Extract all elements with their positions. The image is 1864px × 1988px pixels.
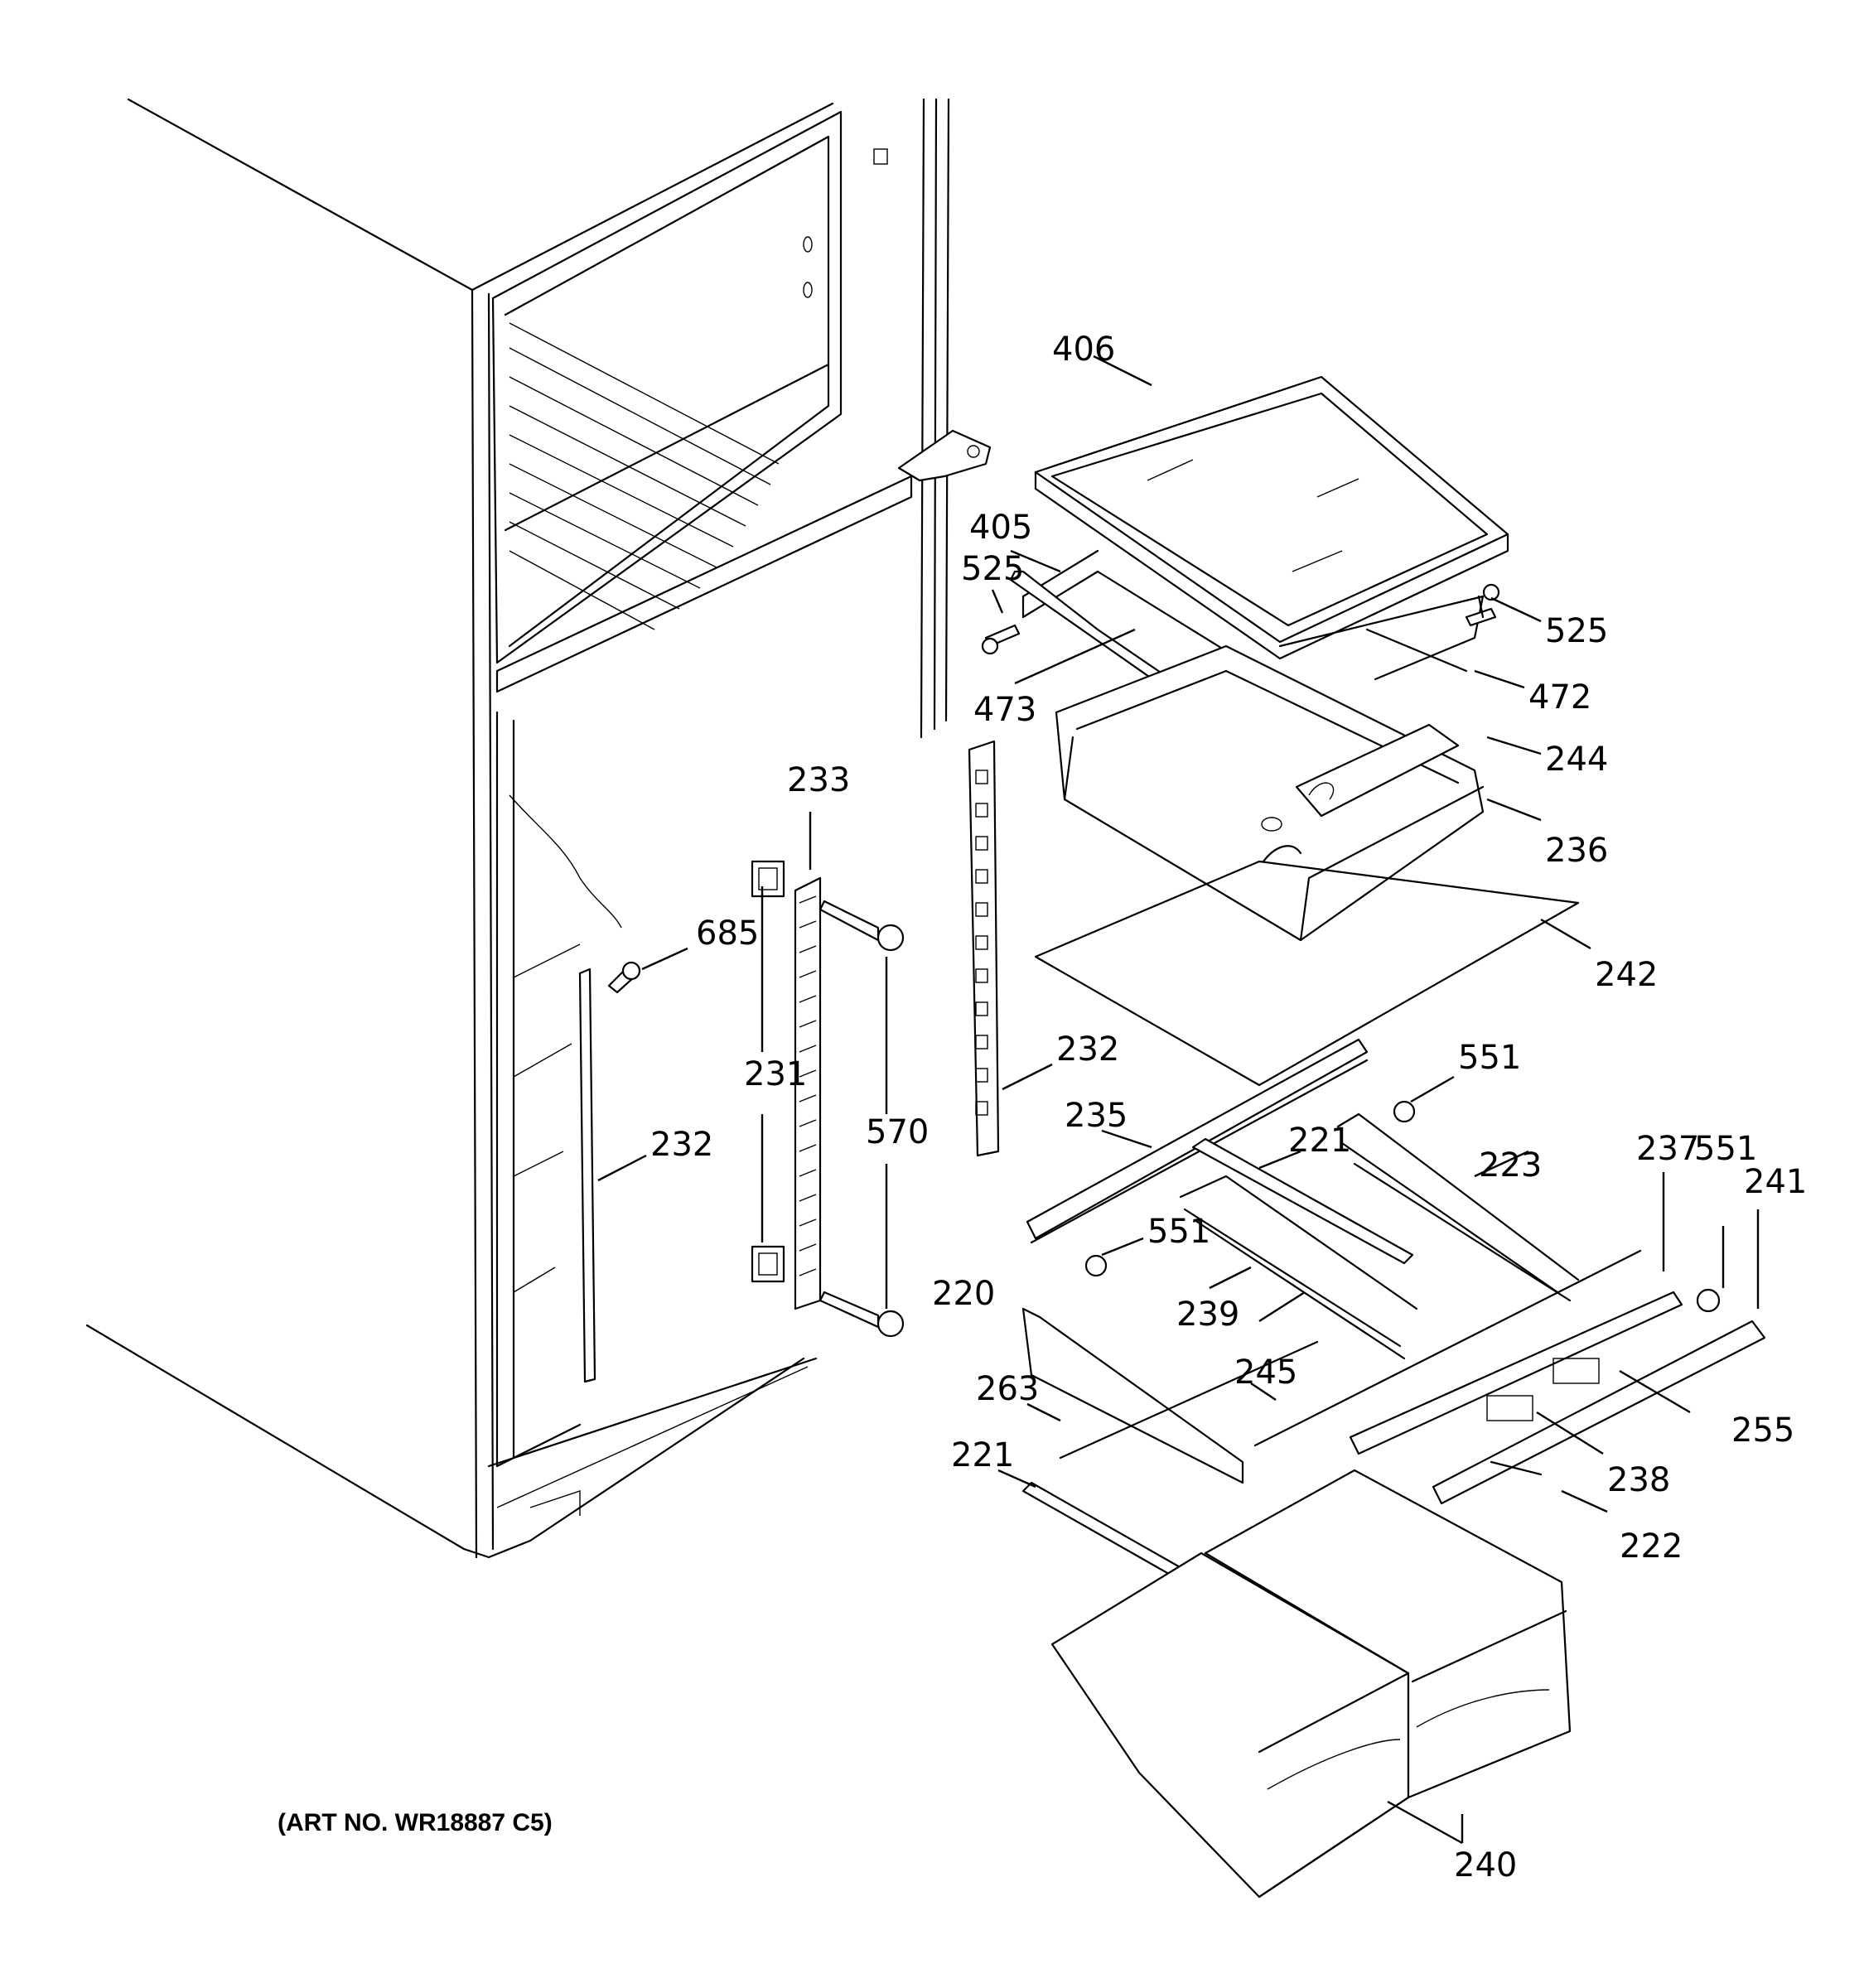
- part-241-cover: [1432, 1320, 1766, 1505]
- part-255-control: [1553, 1358, 1600, 1384]
- part-221-rod-upper: [1191, 1137, 1414, 1265]
- callout-255: 255: [1731, 1411, 1794, 1450]
- part-231-clips: [751, 860, 785, 1283]
- callout-238: 238: [1607, 1461, 1670, 1499]
- callout-236: 236: [1545, 832, 1608, 870]
- callout-263: 263: [976, 1370, 1039, 1408]
- callout-237: 237: [1636, 1130, 1699, 1168]
- callout-221-upper: 221: [1288, 1122, 1351, 1160]
- callout-406: 406: [1052, 331, 1115, 369]
- part-570-screws: [819, 900, 905, 1338]
- part-223-slide-assembly: [1336, 1112, 1580, 1302]
- part-232-rail-right: [968, 740, 1000, 1157]
- callout-244: 244: [1545, 741, 1608, 779]
- callout-551-middle: 551: [1147, 1213, 1210, 1251]
- part-551-screws: [1084, 1100, 1721, 1313]
- callout-473: 473: [973, 691, 1036, 729]
- part-236-deli-pan: [1055, 644, 1485, 942]
- refrigerator-cabinet: [85, 98, 992, 1559]
- callout-222: 222: [1620, 1527, 1683, 1566]
- part-239-slide-assembly: [1179, 1175, 1418, 1360]
- part-525-screw-left: [981, 624, 1021, 655]
- callout-242: 242: [1595, 956, 1658, 994]
- callout-551-top: 551: [1458, 1039, 1521, 1077]
- callout-232-left: 232: [650, 1126, 713, 1164]
- part-238-control: [1486, 1395, 1533, 1421]
- callout-525-right: 525: [1545, 612, 1608, 650]
- callout-240: 240: [1454, 1846, 1517, 1884]
- hinge: [897, 429, 992, 482]
- callout-232-right: 232: [1056, 1030, 1119, 1069]
- callout-472: 472: [1528, 678, 1591, 717]
- callout-245: 245: [1234, 1353, 1297, 1392]
- callout-220: 220: [932, 1275, 995, 1313]
- callout-241: 241: [1744, 1163, 1807, 1201]
- part-222-rod: [1490, 1460, 1543, 1476]
- callout-235: 235: [1065, 1097, 1128, 1135]
- part-237-panel: [1349, 1291, 1683, 1455]
- callout-231: 231: [744, 1055, 807, 1093]
- part-242-liner: [1034, 860, 1580, 1087]
- part-244-pan-cover: [1295, 723, 1460, 818]
- part-263-rail: [1059, 1340, 1319, 1460]
- callout-551-right: 551: [1694, 1130, 1757, 1168]
- part-685-screw: [607, 961, 641, 994]
- part-220-front-frame: [1021, 1307, 1244, 1484]
- part-232-rail-left: [578, 967, 596, 1383]
- callout-405: 405: [969, 509, 1032, 547]
- callout-labels: 406 405 525 525 473 472 244 236 242 233 …: [650, 331, 1807, 1884]
- part-406-glass-shelf: [1034, 375, 1509, 660]
- freezer-ribs: [504, 322, 830, 630]
- part-233-shelf-ladder: [794, 876, 822, 1310]
- leader-lines: [597, 355, 1760, 1845]
- callout-525-left: 525: [961, 550, 1024, 588]
- callout-223: 223: [1479, 1146, 1542, 1185]
- callout-570: 570: [866, 1113, 929, 1151]
- callout-239: 239: [1176, 1296, 1239, 1334]
- part-245-rail: [1253, 1249, 1642, 1447]
- art-number: (ART NO. WR18887 C5): [278, 1809, 553, 1836]
- part-525-screw-right: [1465, 583, 1500, 627]
- callout-233: 233: [787, 761, 850, 799]
- callout-221-lower: 221: [951, 1436, 1014, 1474]
- callout-685: 685: [696, 914, 759, 953]
- part-240-crisper-bins: [1050, 1469, 1572, 1899]
